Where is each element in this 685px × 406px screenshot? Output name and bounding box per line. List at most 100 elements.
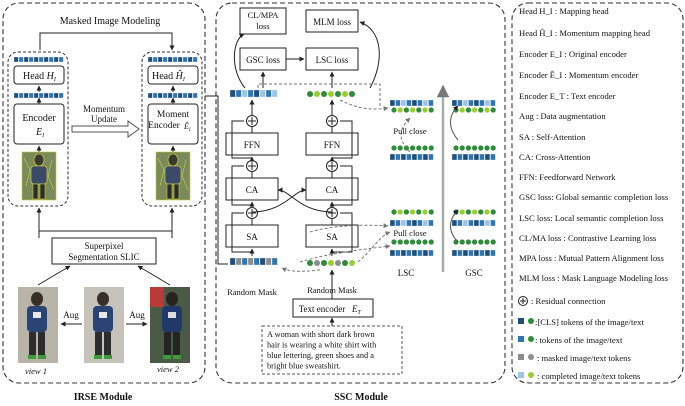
legend-item-11: CL/MA loss : Contrastive Learning loss [519,233,657,243]
ssc-dashed-arrows [257,83,411,273]
text-token-dot [397,145,403,151]
legend-item-12: MPA loss : Mutual Pattern Alignment loss [519,253,664,263]
ssc-flow-arrows [205,95,353,326]
pull-close-label-1: Pull close [393,126,427,136]
view1-label: view 1 [25,366,47,376]
text-token-dot [403,107,409,113]
legend-masked-dot [528,354,534,360]
token [422,219,429,227]
lsc-top-dots-b [391,145,434,151]
text-token-dot [397,239,403,245]
token [451,249,458,257]
token [457,249,463,257]
moment-encoder-symbol: ÊI [183,121,191,133]
token [38,92,44,99]
legend-item-16: : tokens of the image/text [535,335,623,345]
encoder-ei-box [13,103,65,145]
text-token-dot [465,239,471,245]
sa-right-label: SA [326,232,338,242]
token [187,56,193,63]
text-token-dot [349,91,355,97]
gsc-label: GSC [465,268,483,278]
token [406,153,412,161]
token [162,92,168,99]
token [389,153,396,161]
text-token-dot [314,91,320,97]
text-token-dot [428,145,434,151]
text-token-dot [416,145,422,151]
token [192,56,198,63]
token [473,153,480,161]
token [479,99,485,107]
text-token-dot [307,91,313,97]
token [484,153,491,161]
token [473,99,480,107]
text-token-dot [416,239,422,245]
arrow-view1-to-slic [37,265,71,286]
text-token-dot [490,145,496,151]
text-token-dot [484,239,490,245]
arrow-to-clmpa [233,33,246,89]
text-token-dot [478,107,484,113]
token [422,249,429,257]
residual-plus-2 [246,115,258,127]
token [172,56,178,63]
text-token-dot [472,107,478,113]
legend-item-14: : Residual connection [531,296,606,306]
token [147,92,153,99]
momentum-update-arrow [71,120,140,138]
gsc-top-dots-a [453,107,496,113]
token [411,153,418,161]
gsc-loss-label: GSC loss [246,55,280,65]
token [484,219,491,227]
lsc-loss-label: LSC loss [316,55,349,65]
text-encoder-label: Text encoder [299,304,346,314]
legend-item-8: FFN: Feedforward Network [519,172,616,182]
token [490,219,496,227]
token [172,92,178,99]
legend-item-13: MLM loss : Mask Language Modeling loss [519,273,669,283]
text-token-dot [459,107,465,113]
head-momentum-box [147,65,199,85]
token [48,56,54,63]
text-token-dot [484,209,490,215]
ca-right-label: CA [326,185,339,195]
encoder-ei-symbol: EI [35,127,45,139]
token [484,249,491,257]
residual-plus-1 [246,160,258,172]
token [265,89,272,98]
text-token-dot [465,107,471,113]
lsc-top-dots-a [391,107,434,113]
gsc-top-tokens-b [451,153,496,161]
token [411,249,418,257]
token [28,92,34,99]
token [479,249,485,257]
token [417,219,423,227]
view1-photo [18,287,58,363]
lsc-loss-box [305,47,359,71]
token [422,153,429,161]
token [428,219,434,227]
legend-panel [511,2,684,384]
token [451,219,458,227]
token [406,249,412,257]
ssc-panel [215,2,506,384]
token [417,99,423,107]
token [422,99,429,107]
caption-line-3: blue lettering, green shoes and a [267,351,374,360]
token [389,99,396,107]
text-token-dot [459,239,465,245]
text-token-dot [349,260,355,266]
legend-item-10: LSC loss: Local semantic completion loss [519,213,664,223]
legend-cls-square [518,318,524,324]
token [259,257,266,266]
token [253,89,260,98]
token [247,89,254,98]
token [451,153,458,161]
gsc-bottom-dots-a [453,209,496,215]
legend-item-6: SA : Self-Attention [519,132,586,142]
token [192,92,198,99]
caption-box [261,325,403,375]
residual-connections [246,115,338,219]
token [457,153,463,161]
